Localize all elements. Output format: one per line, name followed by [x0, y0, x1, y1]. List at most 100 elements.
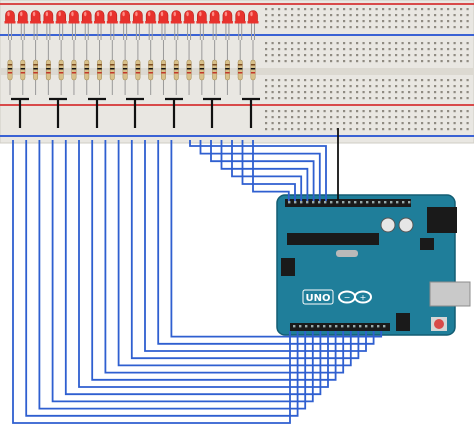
- resistor-band: [238, 72, 243, 74]
- breadboard-hole: [304, 79, 307, 82]
- breadboard-hole: [304, 20, 307, 23]
- resistor-band: [84, 64, 89, 66]
- breadboard-hole: [421, 20, 424, 23]
- led-highlight: [45, 11, 49, 17]
- breadboard-hole: [362, 60, 365, 63]
- breadboard-hole: [453, 20, 456, 23]
- breadboard-hole: [323, 79, 326, 82]
- led: [184, 10, 194, 23]
- breadboard-hole: [440, 14, 443, 17]
- breadboard-hole: [349, 20, 352, 23]
- breadboard-hole: [297, 79, 300, 82]
- breadboard-hole: [401, 116, 404, 119]
- resistor-band: [250, 72, 256, 74]
- breadboard-hole: [349, 26, 352, 29]
- breadboard-hole: [421, 91, 424, 94]
- breadboard-hole: [310, 60, 313, 63]
- breadboard-hole: [453, 60, 456, 63]
- header-pin: [288, 201, 291, 204]
- header-pin: [378, 201, 381, 204]
- breadboard-hole: [284, 85, 287, 88]
- breadboard-hole: [460, 48, 463, 51]
- breadboard-hole: [356, 8, 359, 11]
- breadboard-hole: [427, 20, 430, 23]
- breadboard-hole: [375, 116, 378, 119]
- breadboard-hole: [388, 97, 391, 100]
- breadboard-hole: [317, 54, 320, 57]
- breadboard-hole: [466, 128, 469, 131]
- header-pin: [371, 325, 374, 328]
- breadboard-hole: [265, 116, 268, 119]
- breadboard-hole: [375, 26, 378, 29]
- breadboard-hole: [297, 26, 300, 29]
- breadboard-hole: [395, 122, 398, 125]
- resistor-band: [97, 68, 102, 70]
- breadboard-hole: [317, 26, 320, 29]
- breadboard-hole: [427, 42, 430, 45]
- resistor-band: [122, 68, 128, 70]
- breadboard-hole: [434, 42, 437, 45]
- breadboard-hole: [447, 110, 450, 113]
- breadboard-hole: [414, 60, 417, 63]
- header-pin: [323, 325, 326, 328]
- breadboard-hole: [440, 26, 443, 29]
- resistor: [97, 59, 102, 81]
- breadboard-hole: [427, 128, 430, 131]
- header-pin: [347, 325, 350, 328]
- breadboard-hole: [382, 97, 385, 100]
- breadboard-hole: [382, 48, 385, 51]
- breadboard-hole: [434, 14, 437, 17]
- breadboard-hole: [408, 54, 411, 57]
- header-pin: [408, 201, 411, 204]
- breadboard-hole: [330, 79, 333, 82]
- led: [235, 10, 246, 23]
- breadboard-hole: [395, 79, 398, 82]
- breadboard-hole: [369, 97, 372, 100]
- resistor-band: [122, 64, 128, 66]
- resistor: [58, 59, 64, 81]
- breadboard-hole: [395, 116, 398, 119]
- resistor-band: [7, 72, 13, 74]
- resistor-band: [148, 64, 153, 66]
- breadboard-hole: [330, 14, 333, 17]
- breadboard-hole: [284, 110, 287, 113]
- led-highlight: [237, 11, 240, 17]
- breadboard-hole: [323, 60, 326, 63]
- breadboard-hole: [343, 116, 346, 119]
- breadboard-hole: [421, 110, 424, 113]
- breadboard-hole: [323, 54, 326, 57]
- breadboard-hole: [271, 54, 274, 57]
- breadboard-hole: [408, 122, 411, 125]
- resistor-band: [199, 72, 205, 74]
- breadboard-hole: [271, 60, 274, 63]
- breadboard-hole: [447, 79, 450, 82]
- breadboard-hole: [330, 20, 333, 23]
- breadboard-hole: [349, 128, 352, 131]
- led-assembly: [157, 10, 169, 95]
- breadboard-hole: [297, 20, 300, 23]
- breadboard-hole: [349, 91, 352, 94]
- led-assembly: [196, 10, 208, 95]
- breadboard-hole: [343, 91, 346, 94]
- breadboard-hole: [310, 116, 313, 119]
- breadboard-hole: [421, 85, 424, 88]
- led-assembly: [42, 10, 54, 95]
- breadboard-hole: [349, 8, 352, 11]
- breadboard-hole: [362, 79, 365, 82]
- crystal: [336, 250, 358, 257]
- breadboard-hole: [291, 122, 294, 125]
- resistor: [224, 59, 230, 81]
- wire: [241, 140, 296, 201]
- breadboard-hole: [304, 54, 307, 57]
- breadboard-hole: [271, 26, 274, 29]
- header-pin: [293, 325, 296, 328]
- breadboard-hole: [388, 48, 391, 51]
- breadboard-hole: [291, 79, 294, 82]
- breadboard-hole: [421, 48, 424, 51]
- breadboard-hole: [388, 91, 391, 94]
- breadboard-hole: [265, 110, 268, 113]
- resistor-band: [186, 64, 192, 66]
- led: [43, 10, 54, 23]
- breadboard-hole: [356, 42, 359, 45]
- breadboard-hole: [382, 60, 385, 63]
